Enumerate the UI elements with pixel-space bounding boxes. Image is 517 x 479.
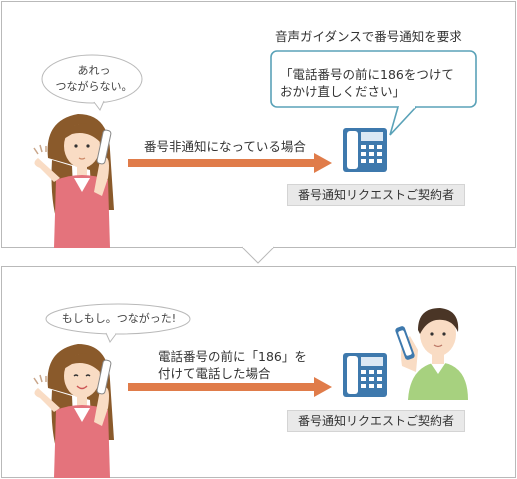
man-receiver-icon <box>395 308 468 400</box>
arrow-top <box>128 153 332 173</box>
arrow-label-bottom: 電話番号の前に「186」を 付けて電話した場合 <box>158 348 307 382</box>
speech-bubble-top <box>41 54 143 111</box>
arrow-bottom <box>128 377 332 397</box>
recipient-label-bottom: 番号通知リクエストご契約者 <box>287 410 465 432</box>
arrow-label-bottom-line-2: 付けて電話した場合 <box>158 366 271 381</box>
speech-bubble-top-line-2: つながらない。 <box>55 80 133 93</box>
arrow-label-top: 番号非通知になっている場合 <box>144 139 306 154</box>
arrow-label-bottom-line-1: 電話番号の前に「186」を <box>158 349 307 364</box>
guidance-bubble <box>270 50 477 136</box>
desk-phone-icon-top <box>343 128 387 172</box>
guidance-quote: 「電話番号の前に186をつけて おかけ直しください」 <box>280 66 454 100</box>
speech-bubble-bottom-text: もしもし。つながった! <box>61 312 177 325</box>
guidance-title: 音声ガイダンスで番号通知を要求 <box>275 29 462 44</box>
recipient-label-top: 番号通知リクエストご契約者 <box>287 184 465 206</box>
guidance-quote-line-1: 「電話番号の前に186をつけて <box>280 67 454 82</box>
woman-caller-icon <box>33 114 114 248</box>
speech-bubble-top-line-1: あれっ <box>77 64 111 77</box>
desk-phone-icon-bottom <box>343 353 387 397</box>
speech-bubble-bottom <box>45 303 191 343</box>
guidance-quote-line-2: おかけ直しください」 <box>280 84 406 99</box>
woman-caller-icon-bottom <box>33 344 114 478</box>
speech-bubble-top-text: あれっ つながらない。 <box>48 63 140 95</box>
